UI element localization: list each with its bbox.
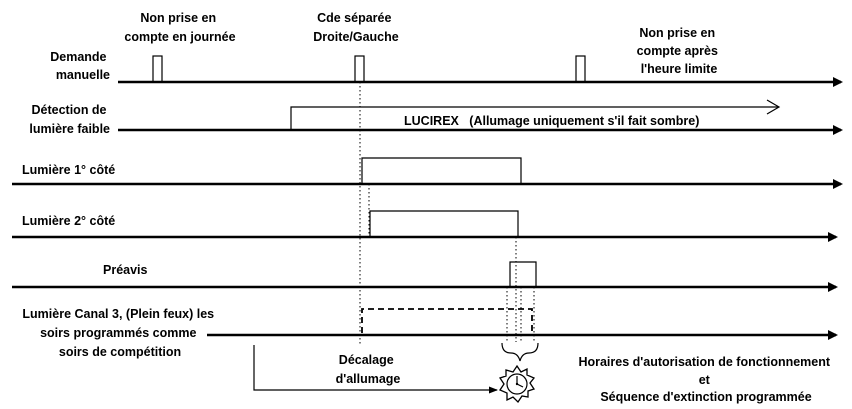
- signal-lumiere1: [361, 157, 522, 184]
- pulse-demande-1: [152, 55, 163, 83]
- routing-line: [253, 345, 498, 394]
- signal-detection-arrowhead: [766, 99, 781, 115]
- row-label-demande: Demande manuelle: [50, 50, 110, 82]
- label-lucirex: LUCIREX (Allumage uniquement s'il fait s…: [404, 114, 699, 128]
- annotation-horaires: Horaires d'autorisation de fonctionnemen…: [578, 355, 833, 404]
- clock-icon: [498, 364, 536, 404]
- row-label-detection: Détection de lumière faible: [29, 103, 110, 136]
- row-label-lumiere1: Lumière 1° côté: [22, 163, 115, 177]
- signal-detection: [290, 106, 778, 130]
- signal-canal3: [361, 308, 533, 333]
- brace: [501, 342, 539, 362]
- annotation-cde-separee: Cde séparée Droite/Gauche: [313, 11, 398, 44]
- row-label-canal3: Lumière Canal 3, (Plein feux) les soirs …: [22, 307, 217, 359]
- row-label-preavis: Préavis: [103, 263, 148, 277]
- annotation-non-prise-apres: Non prise en compte après l'heure limite: [637, 26, 722, 76]
- pulse-demande-2: [354, 55, 365, 83]
- annotation-non-prise-journee: Non prise en compte en journée: [124, 11, 235, 44]
- pulse-demande-3: [575, 55, 586, 83]
- row-label-lumiere2: Lumière 2° côté: [22, 214, 115, 228]
- annotation-decalage: Décalage d'allumage: [336, 353, 401, 386]
- signal-lumiere2: [369, 210, 519, 237]
- signal-preavis: [509, 261, 537, 287]
